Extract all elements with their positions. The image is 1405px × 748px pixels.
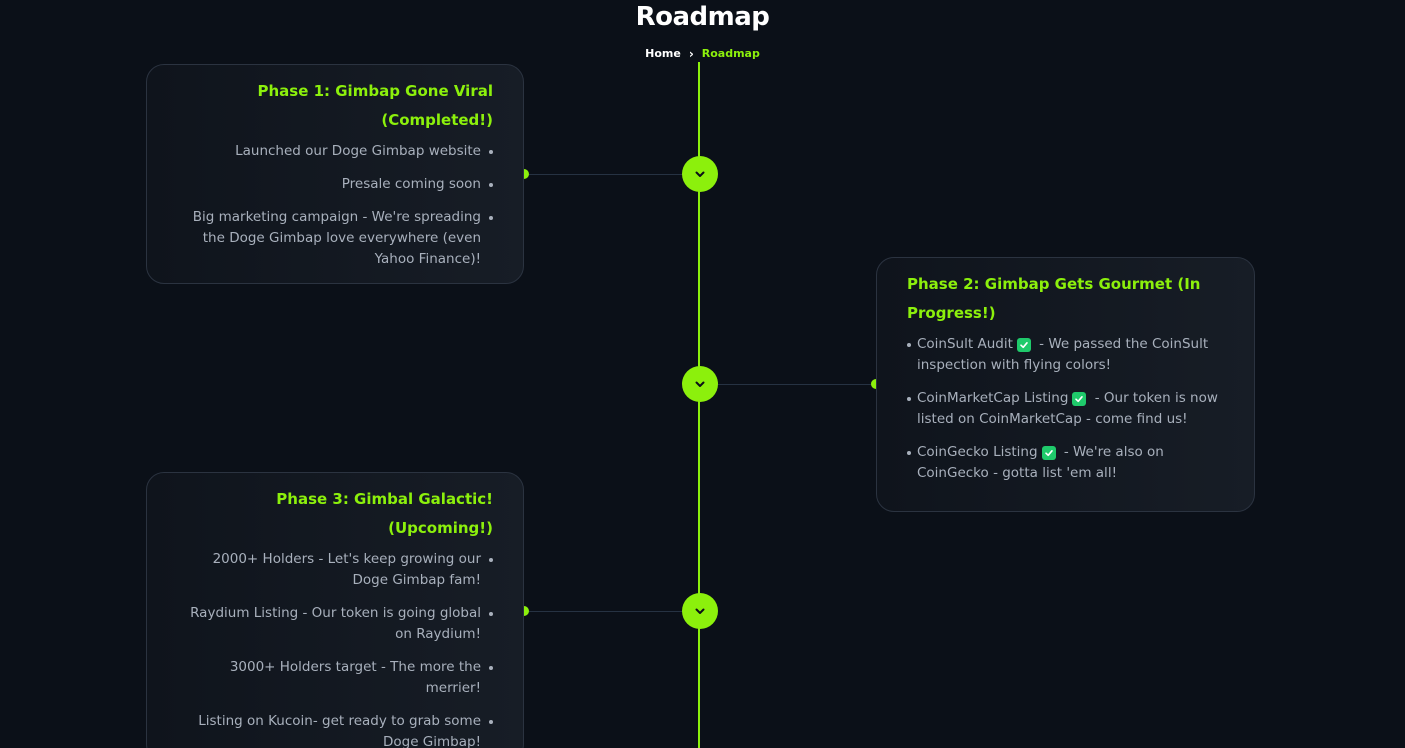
breadcrumb: Home › Roadmap	[0, 46, 1405, 62]
check-box-icon	[1072, 392, 1087, 406]
phase-1-card: Phase 1: Gimbap Gone Viral (Completed!) …	[146, 64, 524, 284]
phase-2-list: CoinSult Audit - We passed the CoinSult …	[907, 334, 1224, 484]
list-item: Presale coming soon	[173, 174, 493, 195]
phase-2-title: Phase 2: Gimbap Gets Gourmet (In Progres…	[907, 275, 1201, 322]
page-title: Roadmap	[635, 2, 770, 32]
check-box-icon	[1016, 338, 1031, 352]
list-item: Launched our Doge Gimbap website	[173, 141, 493, 162]
list-item: CoinGecko Listing - We're also on CoinGe…	[907, 442, 1224, 484]
breadcrumb-home-link[interactable]: Home	[645, 47, 681, 60]
phase-1-list: Launched our Doge Gimbap website Presale…	[173, 141, 493, 270]
timeline-node-phase-2[interactable]	[682, 366, 718, 402]
check-box-icon	[1041, 446, 1056, 460]
list-item: Big marketing campaign - We're spreading…	[173, 207, 493, 270]
item-description: - We're also on CoinGecko - gotta list '…	[917, 444, 1164, 481]
chevron-down-icon	[695, 608, 705, 614]
list-item: CoinSult Audit - We passed the CoinSult …	[907, 334, 1224, 376]
list-item: Listing on Kucoin- get ready to grab som…	[173, 711, 493, 748]
timeline-dot	[519, 606, 529, 616]
item-description: - Our token is now listed on CoinMarketC…	[917, 390, 1218, 427]
phase-2-card: Phase 2: Gimbap Gets Gourmet (In Progres…	[876, 257, 1255, 512]
timeline-connector	[699, 384, 876, 385]
timeline-dot	[519, 169, 529, 179]
item-label: CoinMarketCap Listing	[917, 390, 1069, 406]
chevron-down-icon	[695, 381, 705, 387]
item-label: CoinSult Audit	[917, 336, 1013, 352]
phase-3-list: 2000+ Holders - Let's keep growing our D…	[173, 549, 493, 748]
breadcrumb-separator-icon: ›	[688, 47, 694, 61]
timeline-connector	[524, 174, 699, 175]
list-item: 2000+ Holders - Let's keep growing our D…	[173, 549, 493, 591]
item-description: - We passed the CoinSult inspection with…	[917, 336, 1209, 373]
phase-3-title: Phase 3: Gimbal Galactic! (Upcoming!)	[276, 490, 493, 537]
phase-1-title: Phase 1: Gimbap Gone Viral (Completed!)	[257, 82, 493, 129]
timeline-node-phase-1[interactable]	[682, 156, 718, 192]
timeline-node-phase-3[interactable]	[682, 593, 718, 629]
chevron-down-icon	[695, 171, 705, 177]
list-item: Raydium Listing - Our token is going glo…	[173, 603, 493, 645]
timeline-line	[698, 62, 700, 748]
timeline-connector	[524, 611, 699, 612]
item-label: CoinGecko Listing	[917, 444, 1038, 460]
list-item: 3000+ Holders target - The more the merr…	[173, 657, 493, 699]
breadcrumb-current: Roadmap	[701, 47, 760, 60]
list-item: CoinMarketCap Listing - Our token is now…	[907, 388, 1224, 430]
phase-3-card: Phase 3: Gimbal Galactic! (Upcoming!) 20…	[146, 472, 524, 748]
